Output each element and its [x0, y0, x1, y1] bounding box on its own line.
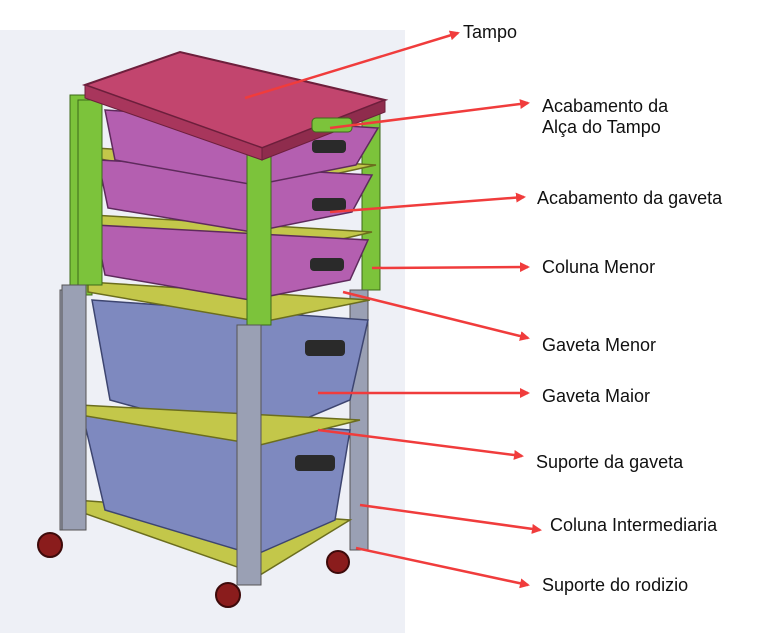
arrow-acabamento-alca: [329, 99, 530, 130]
wheels: [37, 532, 350, 608]
arrow-coluna-intermediaria: [359, 503, 542, 534]
callout-arrows: [244, 30, 542, 589]
arrow-suporte-rodizio: [355, 546, 530, 589]
label-gaveta-maior: Gaveta Maior: [542, 386, 651, 406]
label-coluna-menor: Coluna Menor: [542, 257, 656, 277]
arrow-coluna-menor: [371, 262, 530, 273]
label-acabamento-alca-line2: Alça do Tampo: [542, 117, 661, 137]
front-columns: [61, 99, 272, 586]
label-acabamento-alca: Acabamento da Alça do Tampo: [542, 96, 668, 138]
label-suporte-rodizio: Suporte do rodizio: [542, 575, 689, 595]
label-acabamento-gaveta: Acabamento da gaveta: [537, 188, 723, 208]
arrow-tampo: [244, 30, 460, 100]
label-suporte-gaveta: Suporte da gaveta: [536, 452, 684, 472]
arrow-gaveta-menor: [342, 290, 530, 341]
label-coluna-intermediaria: Coluna Intermediaria: [550, 515, 718, 535]
label-tampo: Tampo: [463, 22, 518, 42]
label-gaveta-menor: Gaveta Menor: [542, 335, 657, 355]
arrow-acabamento-gaveta: [329, 192, 526, 214]
arrow-suporte-gaveta: [317, 428, 524, 460]
large-drawers: [81, 299, 369, 556]
label-acabamento-alca-line1: Acabamento da: [542, 96, 669, 116]
